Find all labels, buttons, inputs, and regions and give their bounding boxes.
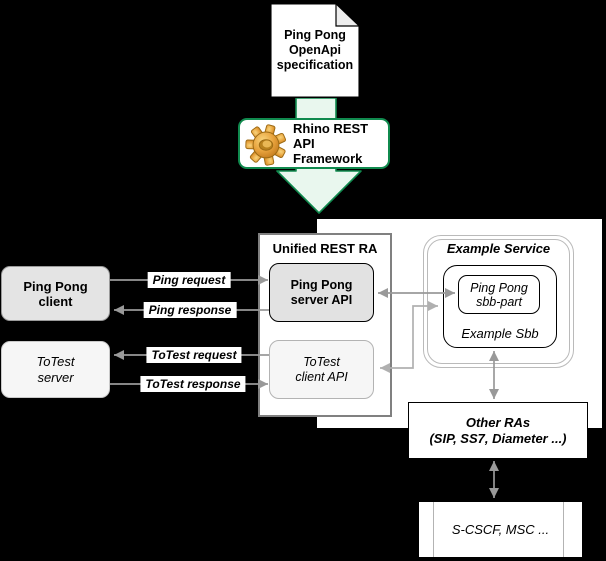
ping-response-label: Ping response	[143, 302, 237, 318]
process-left-line	[433, 502, 434, 557]
ping-pong-server-api-box: Ping Pong server API	[269, 263, 374, 322]
spec-doc-line: specification	[276, 58, 354, 72]
totest-client-api-box: ToTest client API	[269, 340, 374, 399]
totest-server-line: server	[37, 369, 74, 385]
totest-request-label: ToTest request	[146, 347, 242, 363]
example-sbb-label: Example Sbb	[461, 326, 539, 341]
totest-server-line: ToTest	[36, 353, 75, 369]
rhino-framework-label: Rhino REST API Framework	[293, 121, 388, 166]
totest-response-label: ToTest response	[140, 376, 246, 392]
server-api-line: server API	[290, 292, 353, 307]
gear-icon	[245, 123, 287, 166]
spec-doc-line: Ping Pong	[284, 28, 346, 42]
openapi-spec-document	[270, 3, 360, 98]
network-elements-label: S-CSCF, MSC ...	[451, 522, 550, 537]
client-api-line: client API	[295, 369, 348, 384]
unified-rest-ra-title: Unified REST RA	[272, 241, 378, 256]
rhino-label-line: Framework	[293, 151, 363, 166]
rhino-label-line: Rhino REST API	[293, 121, 369, 151]
other-ras-line: (SIP, SS7, Diameter ...)	[429, 430, 567, 446]
ping-pong-client-line: client	[38, 293, 73, 309]
network-elements-box: S-CSCF, MSC ...	[418, 501, 583, 558]
sbb-part-line: sbb-part	[476, 294, 522, 309]
server-api-line: Ping Pong	[290, 277, 353, 292]
ping-pong-client-line: Ping Pong	[23, 278, 88, 294]
spec-doc-title: Ping Pong OpenApi specification	[270, 3, 360, 98]
client-api-line: ToTest	[303, 354, 340, 369]
ping-pong-sbb-part-box: Ping Pong sbb-part	[458, 275, 540, 314]
document-shape	[270, 3, 360, 98]
other-ras-box: Other RAs (SIP, SS7, Diameter ...)	[408, 402, 588, 459]
ping-request-label: Ping request	[147, 272, 231, 288]
document-fold-corner	[335, 3, 360, 27]
spec-doc-line: OpenApi	[288, 43, 342, 57]
process-right-line	[563, 502, 564, 557]
other-ras-line: Other RAs	[465, 414, 531, 430]
totest-server-box: ToTest server	[1, 341, 110, 398]
ping-pong-client-box: Ping Pong client	[1, 266, 110, 321]
example-service-title: Example Service	[446, 241, 551, 256]
rhino-framework-box: Rhino REST API Framework	[238, 118, 390, 169]
sbb-part-line: Ping Pong	[470, 280, 528, 295]
